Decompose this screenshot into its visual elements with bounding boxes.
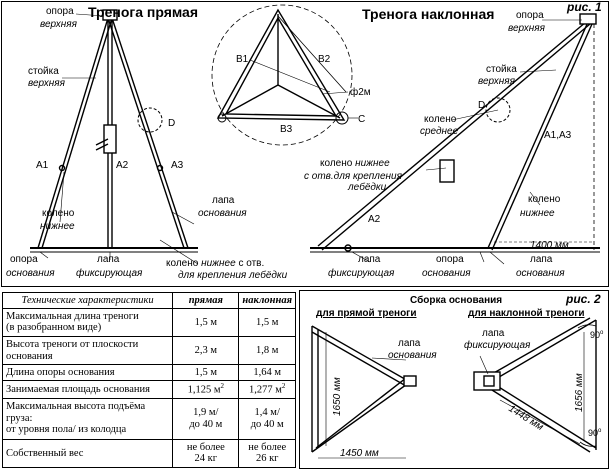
tv-b3: B3 bbox=[280, 124, 293, 135]
spec-header-straight: прямая bbox=[172, 292, 240, 309]
spec-inclined: 1,4 м/до 40 м bbox=[238, 397, 296, 440]
in-lower-knee-3: лебёдки bbox=[347, 181, 387, 193]
in-knee-1: колено bbox=[528, 194, 561, 205]
fig1-label: рис. 1 bbox=[566, 0, 602, 14]
in-legs-a1a3: A1,A3 bbox=[544, 130, 572, 141]
in-mid-knee-2: среднее bbox=[420, 126, 459, 137]
figure-2-frame bbox=[299, 290, 609, 469]
in-fix-paw-1: лапа bbox=[358, 254, 381, 265]
straight-tripod bbox=[30, 9, 198, 253]
spec-inclined: 1,5 м bbox=[238, 307, 296, 338]
st-knee-winch-2: для крепления лебёдки bbox=[178, 269, 288, 281]
spec-row: Занимаемая площадь основания 1,125 м2 1,… bbox=[1, 380, 296, 399]
spec-header-label: Технические характеристики bbox=[1, 292, 174, 309]
spec-row: Максимальная длина треноги(в разобранном… bbox=[1, 307, 296, 338]
in-upper-leg-2: верхняя bbox=[478, 76, 516, 87]
figure-1-drawing: Тренога прямая Тренога наклонная рис. 1 … bbox=[6, 0, 602, 281]
spec-straight: 1,5 м bbox=[172, 307, 240, 338]
in-base-paw-2: основания bbox=[516, 268, 565, 279]
in-lower-knee-1: колено нижнее bbox=[320, 158, 390, 169]
spec-label: Максимальная высота подъёма груза:от уро… bbox=[1, 397, 174, 440]
in-base-paw-1: лапа bbox=[530, 254, 553, 265]
in-fix-paw-2: фиксирующая bbox=[328, 267, 395, 279]
title-inclined: Тренога наклонная bbox=[362, 6, 494, 22]
in-top-support-2: верхняя bbox=[508, 23, 546, 34]
spec-row: Высота треноги от плоскости основания 2,… bbox=[1, 336, 296, 366]
st-upper-leg-1: стойка bbox=[28, 66, 59, 77]
st-detail-d: D bbox=[168, 118, 175, 129]
in-knee-2: нижнее bbox=[520, 208, 555, 219]
in-dim-1400: 1400 мм bbox=[530, 240, 569, 251]
spec-inclined: 1,8 м bbox=[238, 336, 296, 366]
spec-header-inclined: наклонная bbox=[238, 292, 296, 309]
st-base-paw-2: основания bbox=[198, 208, 247, 219]
st-upper-leg-2: верхняя bbox=[28, 78, 66, 89]
spec-row: Длина опоры основания 1,5 м 1,64 м bbox=[1, 364, 296, 382]
spec-row: Максимальная высота подъёма груза:от уро… bbox=[1, 397, 296, 440]
st-top-support-1: опора bbox=[46, 6, 74, 17]
in-upper-leg-1: стойка bbox=[486, 64, 517, 75]
tv-b1: B1 bbox=[236, 54, 249, 65]
spec-label: Собственный вес bbox=[1, 438, 174, 469]
st-base-paw-1: лапа bbox=[212, 195, 235, 206]
in-top-support-1: опора bbox=[516, 10, 544, 21]
st-base-support-2: основания bbox=[6, 268, 55, 279]
in-base-support-2: основания bbox=[422, 268, 471, 279]
in-detail-d: D bbox=[478, 100, 485, 111]
spec-label: Максимальная длина треноги(в разобранном… bbox=[1, 307, 174, 338]
tv-c: C bbox=[358, 114, 365, 125]
st-knee-2: нижнее bbox=[40, 221, 75, 232]
st-knee-1: колено bbox=[42, 208, 75, 219]
st-fix-paw-2: фиксирующая bbox=[76, 267, 143, 279]
spec-header-row: Технические характеристики прямая наклон… bbox=[1, 292, 296, 309]
st-base-support-1: опора bbox=[10, 254, 38, 265]
st-leg-a2: A2 bbox=[116, 160, 129, 171]
spec-inclined: 1,277 м2 bbox=[238, 380, 296, 399]
spec-inclined: 1,64 м bbox=[238, 364, 296, 382]
in-lower-knee-2: с отв.для крепления bbox=[304, 171, 403, 182]
spec-label: Длина опоры основания bbox=[1, 364, 174, 382]
inclined-tripod bbox=[310, 13, 600, 253]
figure-1-frame bbox=[1, 1, 609, 287]
tv-diameter: ф2м bbox=[350, 86, 371, 98]
st-knee-winch-1: колено нижнее с отв. bbox=[166, 258, 264, 269]
spec-straight: 1,125 м2 bbox=[172, 380, 240, 399]
spec-straight: 1,9 м/до 40 м bbox=[172, 397, 240, 440]
tv-b2: B2 bbox=[318, 54, 331, 65]
spec-straight: 2,3 м bbox=[172, 336, 240, 366]
leader-lines bbox=[39, 13, 582, 265]
in-base-support-1: опора bbox=[436, 254, 464, 265]
spec-label: Высота треноги от плоскости основания bbox=[1, 336, 174, 366]
title-straight: Тренога прямая bbox=[88, 4, 198, 20]
st-fix-paw-1: лапа bbox=[97, 254, 120, 265]
st-leg-a3: A3 bbox=[171, 160, 184, 171]
spec-table: Технические характеристики прямая наклон… bbox=[1, 292, 296, 469]
top-view bbox=[211, 4, 353, 146]
st-top-support-2: верхняя bbox=[40, 19, 78, 30]
in-mid-knee-1: колено bbox=[424, 114, 457, 125]
in-leg-a2: A2 bbox=[368, 214, 381, 225]
spec-straight: 1,5 м bbox=[172, 364, 240, 382]
spec-label: Занимаемая площадь основания bbox=[1, 380, 174, 399]
st-leg-a1: A1 bbox=[36, 160, 49, 171]
